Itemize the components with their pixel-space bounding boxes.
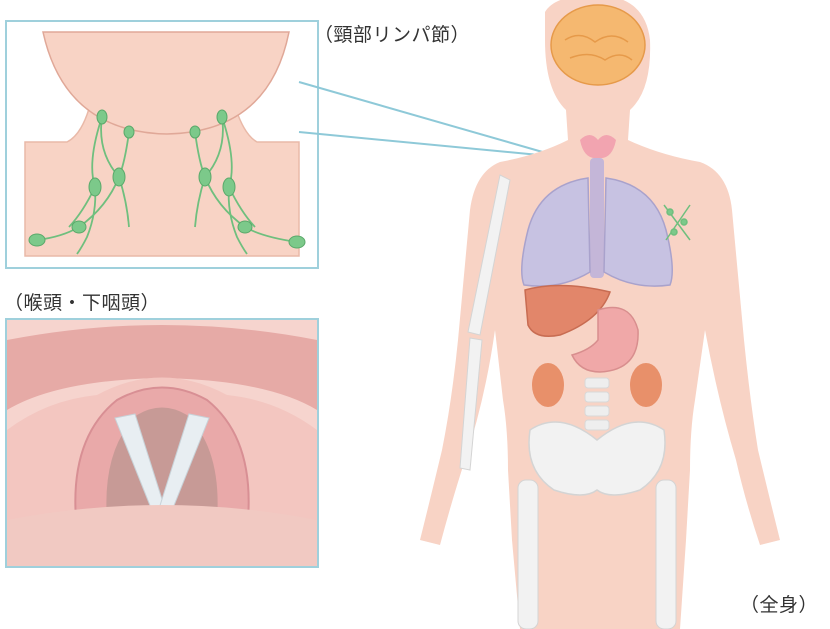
left-kidney: [532, 363, 564, 407]
neck-lymph-node-label: （頸部リンパ節）: [314, 20, 470, 47]
trachea: [590, 158, 604, 278]
larynx-label: （喉頭・下咽頭）: [4, 288, 160, 315]
brain: [551, 5, 645, 85]
left-femur: [518, 480, 538, 629]
right-femur: [656, 480, 676, 629]
full-body-label: （全身）: [740, 590, 818, 617]
right-kidney: [630, 363, 662, 407]
